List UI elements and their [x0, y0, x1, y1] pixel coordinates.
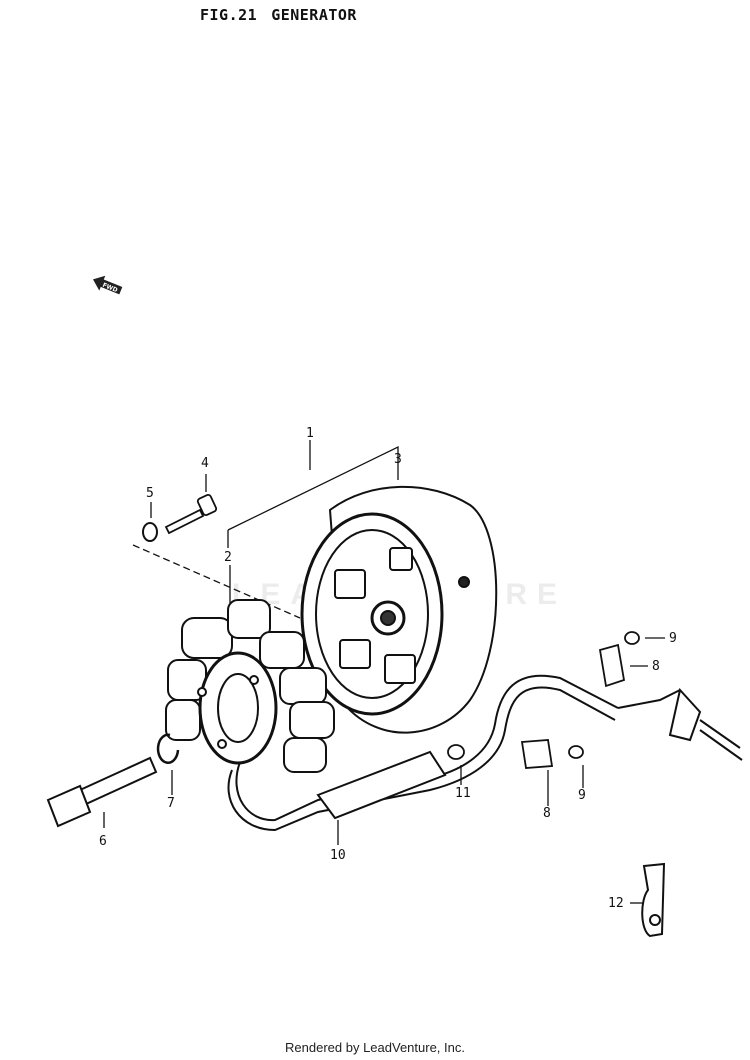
callout-11: 11	[455, 786, 471, 801]
figure-number: FIG.21	[200, 6, 258, 24]
figure-name: GENERATOR	[271, 6, 357, 24]
rotor-bolt	[46, 756, 158, 828]
screw-11	[447, 744, 465, 760]
wire-clamp	[316, 750, 447, 820]
screw-9-lower	[568, 745, 584, 759]
callout-1: 1	[306, 426, 314, 441]
callout-12: 12	[608, 896, 624, 911]
callout-6: 6	[99, 834, 107, 849]
stator-coil	[165, 599, 335, 773]
callout-8-upper: 8	[652, 659, 660, 674]
callout-10: 10	[330, 848, 346, 863]
stator-screw	[164, 493, 218, 535]
rotor-flywheel	[300, 485, 498, 734]
callout-3: 3	[394, 452, 402, 467]
plate-8-lower	[520, 739, 554, 769]
lock-washer	[142, 522, 158, 542]
callout-8-lower: 8	[543, 806, 551, 821]
callout-2: 2	[224, 550, 232, 565]
forward-arrow-label: FWD	[101, 282, 118, 294]
plate-8-upper	[598, 643, 626, 688]
forward-arrow-icon: FWD	[93, 275, 123, 295]
wire-harness	[227, 674, 743, 832]
callout-4: 4	[201, 456, 209, 471]
callout-9-upper: 9	[669, 631, 677, 646]
footer-credit: Rendered by LeadVenture, Inc.	[285, 1040, 465, 1055]
figure-title: FIG.21 GENERATOR	[200, 6, 357, 24]
callout-7: 7	[167, 796, 175, 811]
callout-9-lower: 9	[578, 788, 586, 803]
clamp-12	[641, 862, 666, 938]
circlip	[156, 733, 180, 764]
screw-9-upper	[624, 631, 640, 645]
callout-5: 5	[146, 486, 154, 501]
